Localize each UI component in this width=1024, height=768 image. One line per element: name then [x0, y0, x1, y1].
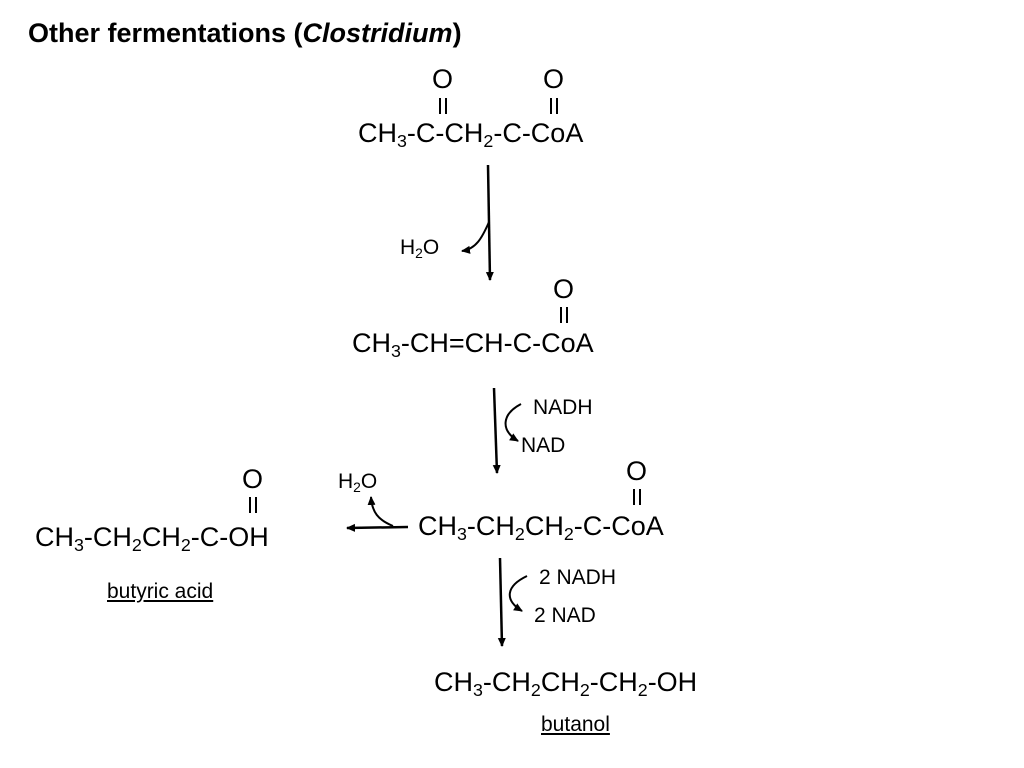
arrow-nadh-to-nad [504, 403, 522, 442]
water-label-hydrolysis: H2O [338, 470, 378, 495]
arrow-to-butyric-acid [346, 523, 409, 532]
slide-title: Other fermentations (Clostridium) [28, 18, 462, 48]
two-nadh-label: 2 NADH [539, 566, 617, 589]
double-bond-5 [249, 497, 257, 513]
double-bond-3 [560, 307, 568, 323]
water-label-dehydration: H2O [400, 236, 440, 261]
butyric-acid-formula: CH3-CH2CH2-C-OH [35, 522, 269, 555]
carbonyl-oxygen-5: O [242, 464, 264, 494]
arrow-water-out [461, 221, 490, 254]
double-bond-2 [550, 98, 558, 114]
crotonyl-coa-formula: CH3-CH=CH-C-CoA [352, 328, 594, 361]
acetoacetyl-coa-formula: CH3-C-CH2-C-CoA [358, 118, 584, 151]
title-organism: Clostridium [302, 18, 453, 48]
nadh-label: NADH [533, 396, 593, 419]
carbonyl-oxygen-1: O [432, 64, 454, 94]
double-bond-4 [633, 489, 641, 505]
nad-label: NAD [521, 434, 566, 457]
arrow-step-2 [492, 387, 501, 474]
arrow-2nadh-to-2nad [508, 575, 528, 612]
two-nad-label: 2 NAD [534, 604, 596, 627]
butyric-acid-name: butyric acid [107, 580, 214, 603]
carbonyl-oxygen-2: O [543, 64, 565, 94]
butyryl-coa-formula: CH3-CH2CH2-C-CoA [418, 511, 664, 544]
carbonyl-oxygen-3: O [553, 274, 575, 304]
butanol-formula: CH3-CH2CH2-CH2-OH [434, 667, 698, 700]
butanol-name: butanol [541, 713, 610, 736]
double-bond-1 [439, 98, 447, 114]
arrow-step-4 [497, 557, 506, 647]
arrow-water-in [367, 496, 394, 527]
carbonyl-oxygen-4: O [626, 456, 648, 486]
